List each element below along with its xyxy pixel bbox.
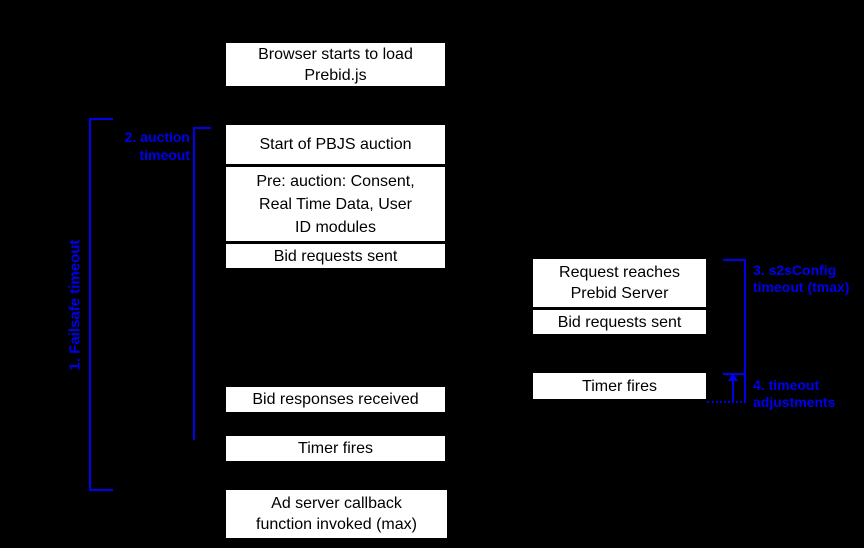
request-reaches-server-box: Request reaches Prebid Server bbox=[533, 259, 706, 307]
auction-timeout-bracket bbox=[193, 127, 211, 440]
bid-requests-sent-server-box: Bid requests sent bbox=[533, 310, 706, 334]
timeout-adjustments-label: 4. timeout adjustments bbox=[753, 377, 836, 410]
s2s-timeout-bracket bbox=[723, 259, 746, 373]
browser-load-box: Browser starts to load Prebid.js bbox=[226, 43, 445, 86]
ad-server-callback-box: Ad server callback function invoked (max… bbox=[226, 490, 447, 538]
failsafe-timeout-bracket bbox=[89, 118, 113, 491]
auction-timeout-label: 2. auction timeout bbox=[124, 129, 190, 163]
adjustment-dotted-line bbox=[707, 401, 746, 403]
up-arrow-head-icon bbox=[728, 373, 738, 381]
bid-requests-sent-client-box: Bid requests sent bbox=[226, 244, 445, 268]
failsafe-timeout-label: 1. Failsafe timeout bbox=[66, 239, 84, 371]
bid-responses-received-box: Bid responses received bbox=[226, 387, 445, 412]
up-arrow-icon bbox=[732, 380, 734, 402]
timer-fires-server-box: Timer fires bbox=[533, 373, 706, 399]
auction-start-box: Start of PBJS auction bbox=[226, 125, 445, 164]
timer-fires-client-box: Timer fires bbox=[226, 436, 445, 461]
s2s-config-timeout-label: 3. s2sConfig timeout (tmax) bbox=[753, 262, 850, 295]
pre-auction-modules-box: Pre: auction: Consent, Real Time Data, U… bbox=[226, 167, 445, 241]
